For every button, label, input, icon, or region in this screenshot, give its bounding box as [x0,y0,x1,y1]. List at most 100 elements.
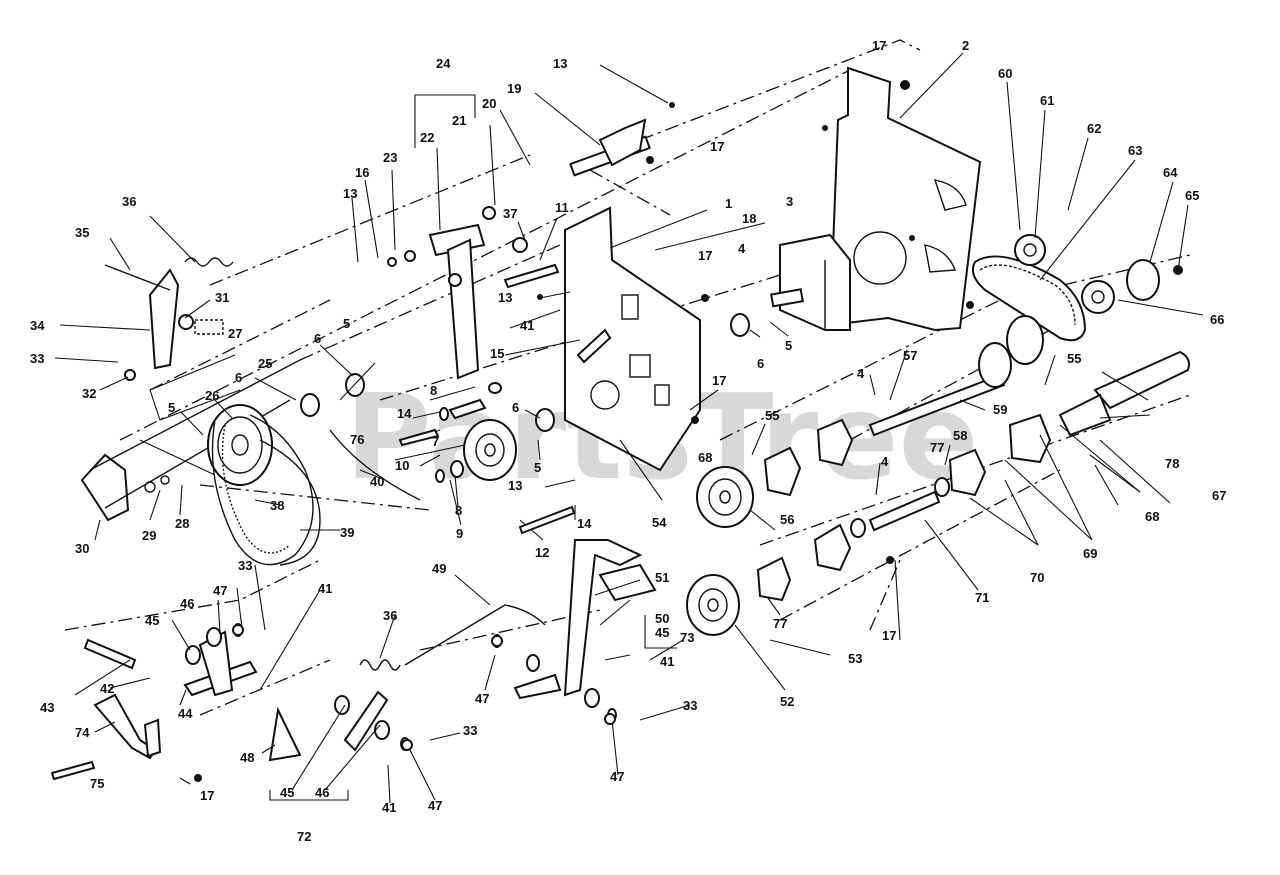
callout-53: 53 [848,651,862,666]
top-shaft-part-19 [569,102,675,177]
callout-15: 15 [490,346,504,361]
callout-57: 57 [903,348,917,363]
callout-6c: 6 [235,370,242,385]
callout-55a: 55 [765,408,779,423]
callout-67: 67 [1212,488,1226,503]
callout-40: 40 [370,474,384,489]
callout-58: 58 [953,428,967,443]
pedal-lever-50 [492,539,657,722]
callout-2: 2 [962,38,969,53]
lever-45-46 [334,690,410,752]
callout-65: 65 [1185,188,1199,203]
lever-74 [93,693,162,760]
pulley-52 [686,574,740,636]
callout-6d: 6 [512,400,519,415]
shaft-57 [868,342,1012,437]
callout-37: 37 [503,206,517,221]
callout-55b: 55 [1067,351,1081,366]
callout-17e: 17 [882,628,896,643]
callout-63: 63 [1128,143,1142,158]
callout-78: 78 [1165,456,1179,471]
callout-14a: 14 [397,406,412,421]
callout-11: 11 [555,200,569,215]
leader-lines [54,52,1204,804]
callout-18: 18 [742,211,756,226]
bearing-flanges [756,413,1052,602]
callout-13c: 13 [498,290,512,305]
callout-12: 12 [535,545,549,560]
callout-47b: 47 [475,691,489,706]
upper-shaft-assembly [387,206,528,380]
callout-30: 30 [75,541,89,556]
callout-73: 73 [680,630,694,645]
center-frame-plate [564,206,701,472]
callout-39: 39 [340,525,354,540]
callout-21: 21 [452,113,466,128]
callout-69: 69 [1083,546,1097,561]
bolt-75 [50,760,96,781]
group-brackets [139,94,677,801]
callout-labels: 1 2 3 4 4 4 5 5 5 5 6 6 6 6 7 8 8 9 10 1… [30,38,1226,844]
spring-36-lower [359,659,401,671]
callout-5d: 5 [534,460,541,475]
callout-25: 25 [258,356,272,371]
callout-42: 42 [100,681,114,696]
callout-4c: 4 [881,454,889,469]
callout-27: 27 [228,326,242,341]
callout-70: 70 [1030,570,1044,585]
rod-40 [329,429,421,501]
callout-71: 71 [975,590,989,605]
callout-45a: 45 [145,613,159,628]
callout-19: 19 [507,81,521,96]
pulley-7 [463,419,517,481]
callout-52: 52 [780,694,794,709]
callout-41d: 41 [382,800,396,815]
rod-49 [404,604,546,666]
callout-33d: 33 [683,698,697,713]
callout-6a: 6 [314,331,321,346]
spring-36-upper [184,257,234,267]
pulley-56 [696,466,754,528]
callout-16: 16 [355,165,369,180]
callout-46b: 46 [315,785,329,800]
callout-13a: 13 [553,56,567,71]
bearing-6-center [300,313,750,432]
callout-62: 62 [1087,121,1101,136]
callout-43: 43 [40,700,54,715]
callout-38: 38 [270,498,284,513]
callout-49: 49 [432,561,446,576]
callout-34: 34 [30,318,45,333]
callout-29: 29 [142,528,156,543]
callout-36a: 36 [122,194,136,209]
callout-45c: 45 [280,785,294,800]
lever-34 [104,264,180,381]
callout-56: 56 [780,512,794,527]
callout-24: 24 [436,56,451,71]
callout-44: 44 [178,706,193,721]
callout-47a: 47 [213,583,227,598]
callout-77a: 77 [930,440,944,455]
callout-35: 35 [75,225,89,240]
callout-41c: 41 [660,654,674,669]
callout-50: 50 [655,611,669,626]
callout-76: 76 [350,432,364,447]
callout-74: 74 [75,725,90,740]
callout-36b: 36 [383,608,397,623]
tube-67 [1058,350,1190,437]
callout-4a: 4 [738,241,746,256]
callout-17a: 17 [872,38,886,53]
callout-17b: 17 [710,139,724,154]
callout-32: 32 [82,386,96,401]
callout-8a: 8 [430,383,437,398]
pulley-25-26 [207,404,273,486]
callout-72: 72 [297,829,311,844]
small-hardware [194,156,1183,782]
lever-43-44 [83,623,258,697]
callout-13b: 13 [343,186,357,201]
callout-1: 1 [725,196,732,211]
callout-45b: 45 [655,625,669,640]
callout-46a: 46 [180,596,194,611]
callout-10: 10 [395,458,409,473]
